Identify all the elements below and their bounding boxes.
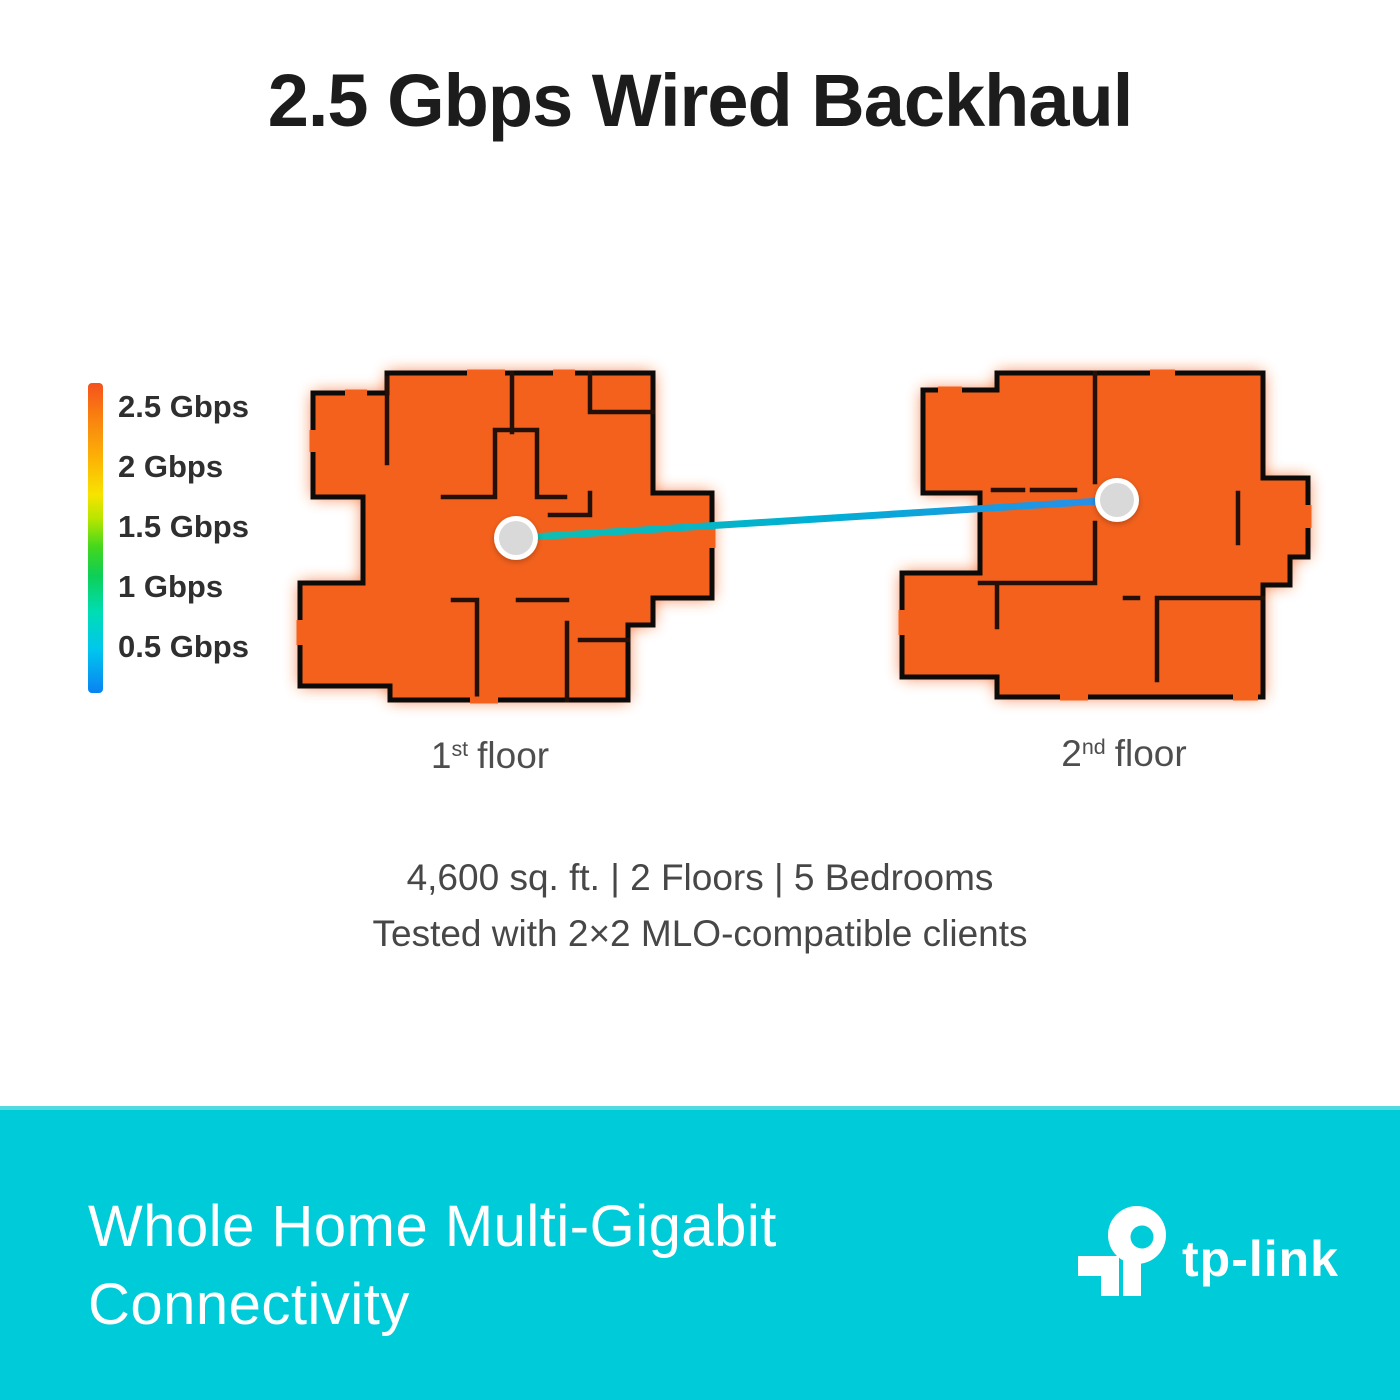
tplink-logo: tp-link: [1078, 1206, 1339, 1298]
floor-number: 2: [1061, 733, 1082, 774]
tplink-logo-icon: [1078, 1206, 1166, 1296]
floorplan-second-floor: [898, 369, 1312, 701]
legend-label-2gbps: 2 Gbps: [118, 449, 224, 484]
banner-heading-line2: Connectivity: [88, 1272, 410, 1337]
inner-walls-floor1: [384, 370, 656, 703]
banner-heading: Whole Home Multi-Gigabit Connectivity: [88, 1188, 777, 1344]
test-specs: 4,600 sq. ft. | 2 Floors | 5 Bedrooms Te…: [0, 850, 1400, 962]
inner-walls-floor2: [977, 370, 1266, 683]
floor-word: floor: [477, 735, 550, 776]
wired-backhaul-line: [512, 496, 1121, 542]
legend-label-1gbps: 1 Gbps: [118, 569, 224, 604]
coverage-fill-floor2: [902, 373, 1308, 697]
floor-ordinal-suffix: st: [451, 737, 469, 762]
legend-label-1-5gbps: 1.5 Gbps: [118, 509, 249, 544]
floorplan-diagram: [296, 369, 1312, 704]
outer-walls-floor2: [899, 370, 1311, 700]
mesh-node-floor2: [1095, 478, 1139, 522]
legend-label-0-5gbps: 0.5 Gbps: [118, 629, 249, 664]
mesh-node-floor1: [494, 516, 538, 560]
specs-line-house: 4,600 sq. ft. | 2 Floors | 5 Bedrooms: [406, 857, 994, 898]
floor-number: 1: [430, 735, 452, 776]
specs-line-clients: Tested with 2×2 MLO-compatible clients: [372, 913, 1028, 954]
floor-ordinal-suffix: nd: [1081, 735, 1106, 760]
page-title: 2.5 Gbps Wired Backhaul: [267, 59, 1134, 142]
legend-label-2-5gbps: 2.5 Gbps: [118, 389, 249, 424]
bottom-banner: Whole Home Multi-Gigabit Connectivity tp…: [0, 1106, 1400, 1400]
floor-word: floor: [1114, 733, 1187, 774]
door-gaps-floor1: [296, 369, 716, 704]
legend: 2.5 Gbps 2 Gbps 1.5 Gbps 1 Gbps 0.5 Gbps: [118, 390, 249, 690]
outer-walls-floor1: [297, 370, 715, 703]
legend-gradient-bar: [88, 383, 103, 693]
door-gaps-floor2: [898, 369, 1312, 701]
tplink-logo-wordmark: tp-link: [1182, 1231, 1339, 1287]
banner-heading-line1: Whole Home Multi-Gigabit: [88, 1194, 777, 1259]
